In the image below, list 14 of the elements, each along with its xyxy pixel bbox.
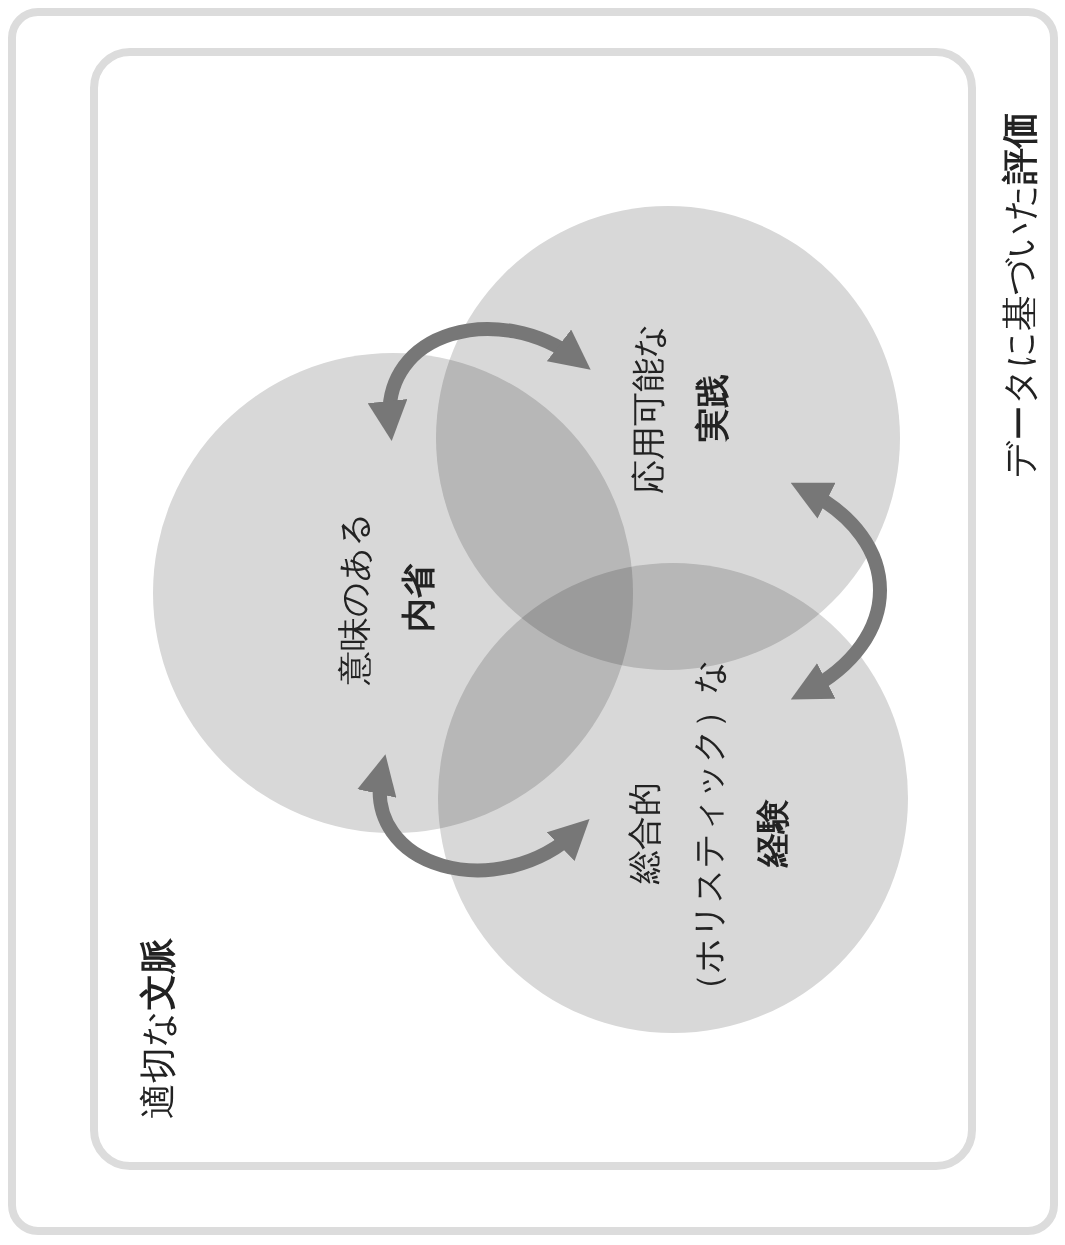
circle-title: 実践 xyxy=(691,373,733,444)
circle-title: 経験 xyxy=(751,798,793,870)
circle-text: 応用可能な xyxy=(627,322,669,494)
circle-text: 意味のある xyxy=(333,511,375,685)
double-arrow xyxy=(370,322,592,441)
circle-text: 総合的 xyxy=(623,781,665,886)
circle-text: （ホリスティック）な xyxy=(687,659,729,1007)
double-arrow xyxy=(359,754,591,877)
inner-frame xyxy=(90,48,976,1170)
frame-label: 適切な文脈 xyxy=(135,937,179,1119)
double-arrow xyxy=(791,481,887,701)
outer-frame xyxy=(8,8,1058,1235)
circle-title: 内省 xyxy=(397,563,439,634)
frame-label: データに基づいた評価 xyxy=(997,112,1041,478)
